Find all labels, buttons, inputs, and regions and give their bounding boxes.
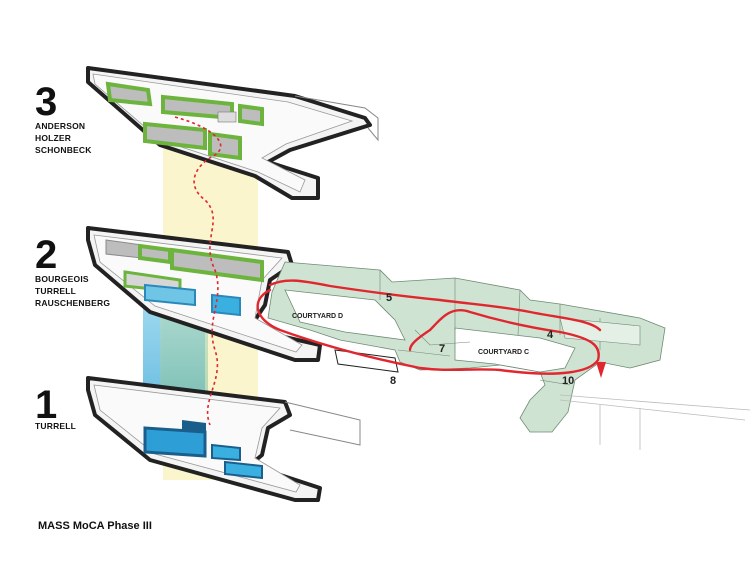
courtyard-c-label: COURTYARD C: [478, 349, 529, 356]
gallery-number-5: 5: [386, 292, 392, 304]
level-3-number: 3: [35, 80, 58, 124]
level-3-floorplate: [86, 66, 379, 200]
courtyard-c: [454, 327, 576, 373]
visitor-route: [174, 116, 606, 426]
artist-name: SCHONBECK: [35, 145, 92, 155]
diagram-caption: MASS MoCA Phase III: [38, 520, 152, 532]
level-2-number: 2: [35, 233, 58, 277]
courtyard-d-label: COURTYARD D: [292, 313, 343, 320]
artist-name: RAUSCHENBERG: [35, 298, 111, 308]
artist-name: BOURGEOIS: [35, 274, 89, 284]
gallery-number-4: 4: [547, 329, 554, 341]
courtyard-d: [284, 289, 406, 341]
gallery-number-7: 7: [439, 343, 445, 355]
artist-name: ANDERSON: [35, 121, 86, 131]
level-3-artists: ANDERSON HOLZER SCHONBECK: [35, 120, 92, 156]
artist-name: HOLZER: [35, 133, 72, 143]
level-1-number: 1: [35, 383, 58, 427]
level-2-artists: BOURGEOIS TURRELL RAUSCHENBERG: [35, 273, 110, 309]
gallery-number-10: 10: [562, 375, 574, 387]
level-1-floorplate: [86, 376, 361, 502]
artist-name: TURRELL: [35, 421, 77, 431]
artist-name: TURRELL: [35, 286, 77, 296]
level-1-artists: TURRELL: [35, 420, 76, 432]
existing-building-complex: [267, 261, 750, 450]
route-arrow-icon: [596, 362, 606, 378]
gallery-number-8: 8: [390, 375, 396, 387]
